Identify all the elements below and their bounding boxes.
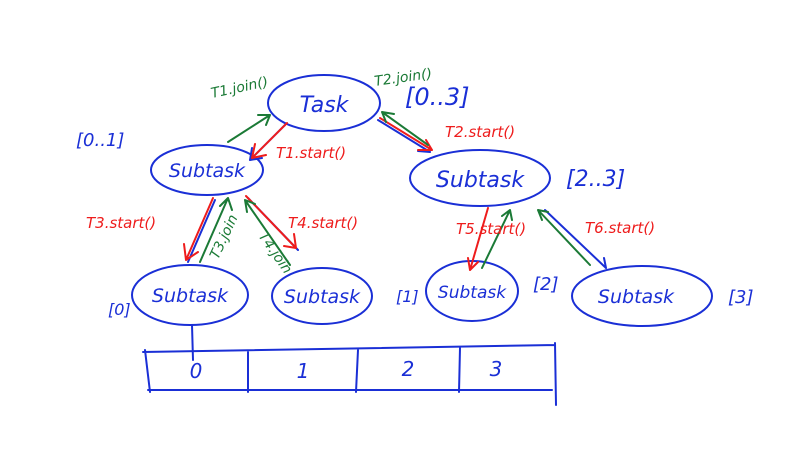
array-cell-0: 0 bbox=[190, 359, 203, 383]
node-label: Subtask bbox=[436, 168, 525, 193]
range-left: [0..1] bbox=[76, 130, 124, 151]
label-t2-start: T2.start() bbox=[445, 123, 515, 141]
node-label: Task bbox=[300, 93, 350, 118]
node-label: Subtask bbox=[284, 286, 361, 308]
range-leaf1: [1] bbox=[396, 287, 419, 306]
node-leaf2: Subtask bbox=[425, 260, 519, 322]
join-arrows bbox=[199, 111, 591, 269]
label-t1-join: T1.join() bbox=[210, 74, 270, 102]
label-t4-join: T4.join bbox=[255, 229, 295, 277]
range-right: [2..3] bbox=[566, 167, 625, 192]
range-leaf0: [0] bbox=[108, 300, 131, 319]
node-leaf0: Subtask bbox=[131, 264, 249, 326]
array-cell-1: 1 bbox=[297, 359, 310, 383]
array-cell-3: 3 bbox=[490, 357, 503, 381]
range-root: [0..3] bbox=[405, 83, 470, 111]
label-t6-start: T6.start() bbox=[585, 219, 655, 237]
label-t3-join: T3.join bbox=[207, 212, 241, 261]
label-t4-start: T4.start() bbox=[288, 214, 358, 232]
label-t5-start: T5.start() bbox=[456, 220, 526, 238]
start-arrows bbox=[183, 117, 607, 271]
node-label: Subtask bbox=[152, 285, 229, 307]
node-right: Subtask bbox=[409, 149, 551, 207]
array: 0 1 2 3 bbox=[142, 324, 557, 406]
node-leaf1: Subtask bbox=[271, 267, 373, 325]
node-label: Subtask bbox=[438, 283, 507, 303]
array-cell-2: 2 bbox=[402, 357, 415, 381]
node-label: Subtask bbox=[169, 160, 246, 182]
node-left: Subtask bbox=[150, 144, 264, 196]
range-leaf2: [2] bbox=[533, 274, 559, 295]
range-leaf3: [3] bbox=[728, 287, 754, 308]
label-t1-start: T1.start() bbox=[276, 144, 346, 162]
label-t3-start: T3.start() bbox=[86, 214, 156, 232]
node-root: Task bbox=[267, 74, 381, 132]
node-leaf3: Subtask bbox=[571, 265, 713, 327]
node-label: Subtask bbox=[598, 286, 675, 308]
